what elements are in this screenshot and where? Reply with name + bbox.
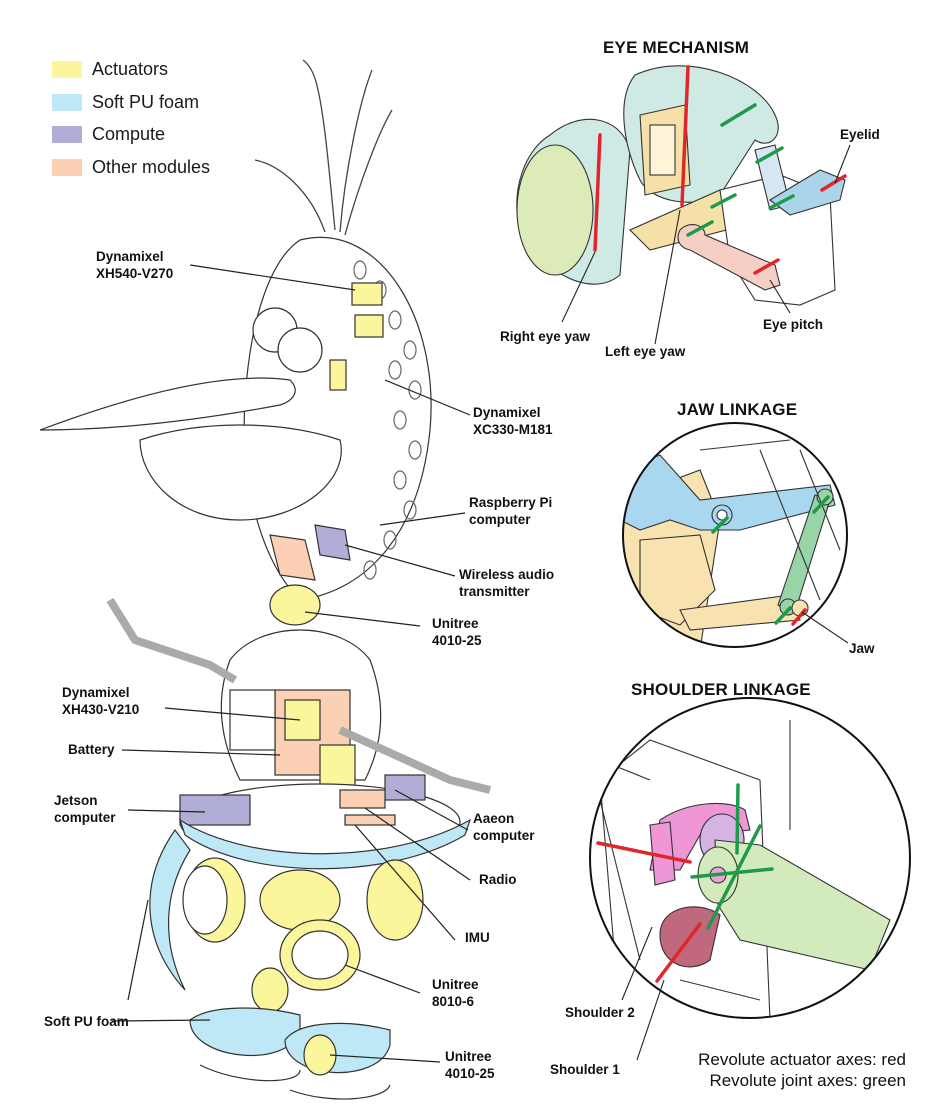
head	[39, 237, 432, 626]
leader-lines	[111, 264, 471, 1063]
label-eye-pitch: Eye pitch	[763, 317, 824, 332]
label-unitree-hip: Unitree 8010-6	[432, 977, 479, 1009]
label-jetson: Jetson computer	[54, 793, 116, 825]
legend-item-actuators: Actuators	[52, 56, 168, 82]
jaw-linkage-title: JAW LINKAGE	[677, 400, 798, 419]
label-dynamixel-xc330: Dynamixel XC330-M181	[473, 405, 553, 437]
legend-label: Compute	[92, 123, 166, 144]
legend-swatch-other	[52, 158, 82, 176]
legend-item-foam: Soft PU foam	[52, 89, 199, 115]
label-unitree-foot: Unitree 4010-25	[445, 1049, 495, 1081]
legend-swatch-compute	[52, 125, 82, 143]
label-wireless-audio: Wireless audio transmitter	[459, 567, 555, 599]
label-radio: Radio	[479, 872, 517, 887]
label-aaeon: Aaeon computer	[473, 811, 535, 843]
axes-caption: Revolute actuator axes: red Revolute joi…	[698, 1049, 906, 1091]
label-right-eye-yaw: Right eye yaw	[500, 329, 591, 344]
label-left-eye-yaw: Left eye yaw	[605, 344, 686, 359]
legend-item-other: Other modules	[52, 154, 210, 180]
label-dynamixel-xh540: Dynamixel XH540-V270	[96, 249, 174, 281]
legend-item-compute: Compute	[52, 121, 165, 147]
shoulder-linkage-title: SHOULDER LINKAGE	[631, 680, 811, 699]
eye-mechanism-title: EYE MECHANISM	[603, 38, 750, 57]
label-raspberry-pi: Raspberry Pi computer	[469, 495, 553, 527]
legs	[182, 857, 424, 1100]
caption-actuator-axes: Revolute actuator axes: red	[698, 1050, 906, 1069]
legend-swatch-foam	[52, 93, 82, 111]
label-unitree-neck: Unitree 4010-25	[432, 616, 482, 648]
label-battery: Battery	[68, 742, 115, 757]
legend-label: Other modules	[92, 156, 211, 177]
label-shoulder-1: Shoulder 1	[550, 1062, 620, 1077]
label-eyelid: Eyelid	[840, 127, 880, 142]
label-dynamixel-xh430: Dynamixel XH430-V210	[62, 685, 140, 717]
torso	[106, 597, 491, 991]
head-antennae	[254, 59, 393, 236]
caption-joint-axes: Revolute joint axes: green	[709, 1071, 906, 1090]
label-jaw: Jaw	[849, 641, 875, 656]
label-soft-foam: Soft PU foam	[44, 1014, 129, 1029]
label-shoulder-2: Shoulder 2	[565, 1005, 635, 1020]
legend-label: Actuators	[92, 58, 169, 79]
label-imu: IMU	[465, 930, 490, 945]
legend-label: Soft PU foam	[92, 91, 200, 112]
legend-swatch-actuators	[52, 60, 82, 78]
